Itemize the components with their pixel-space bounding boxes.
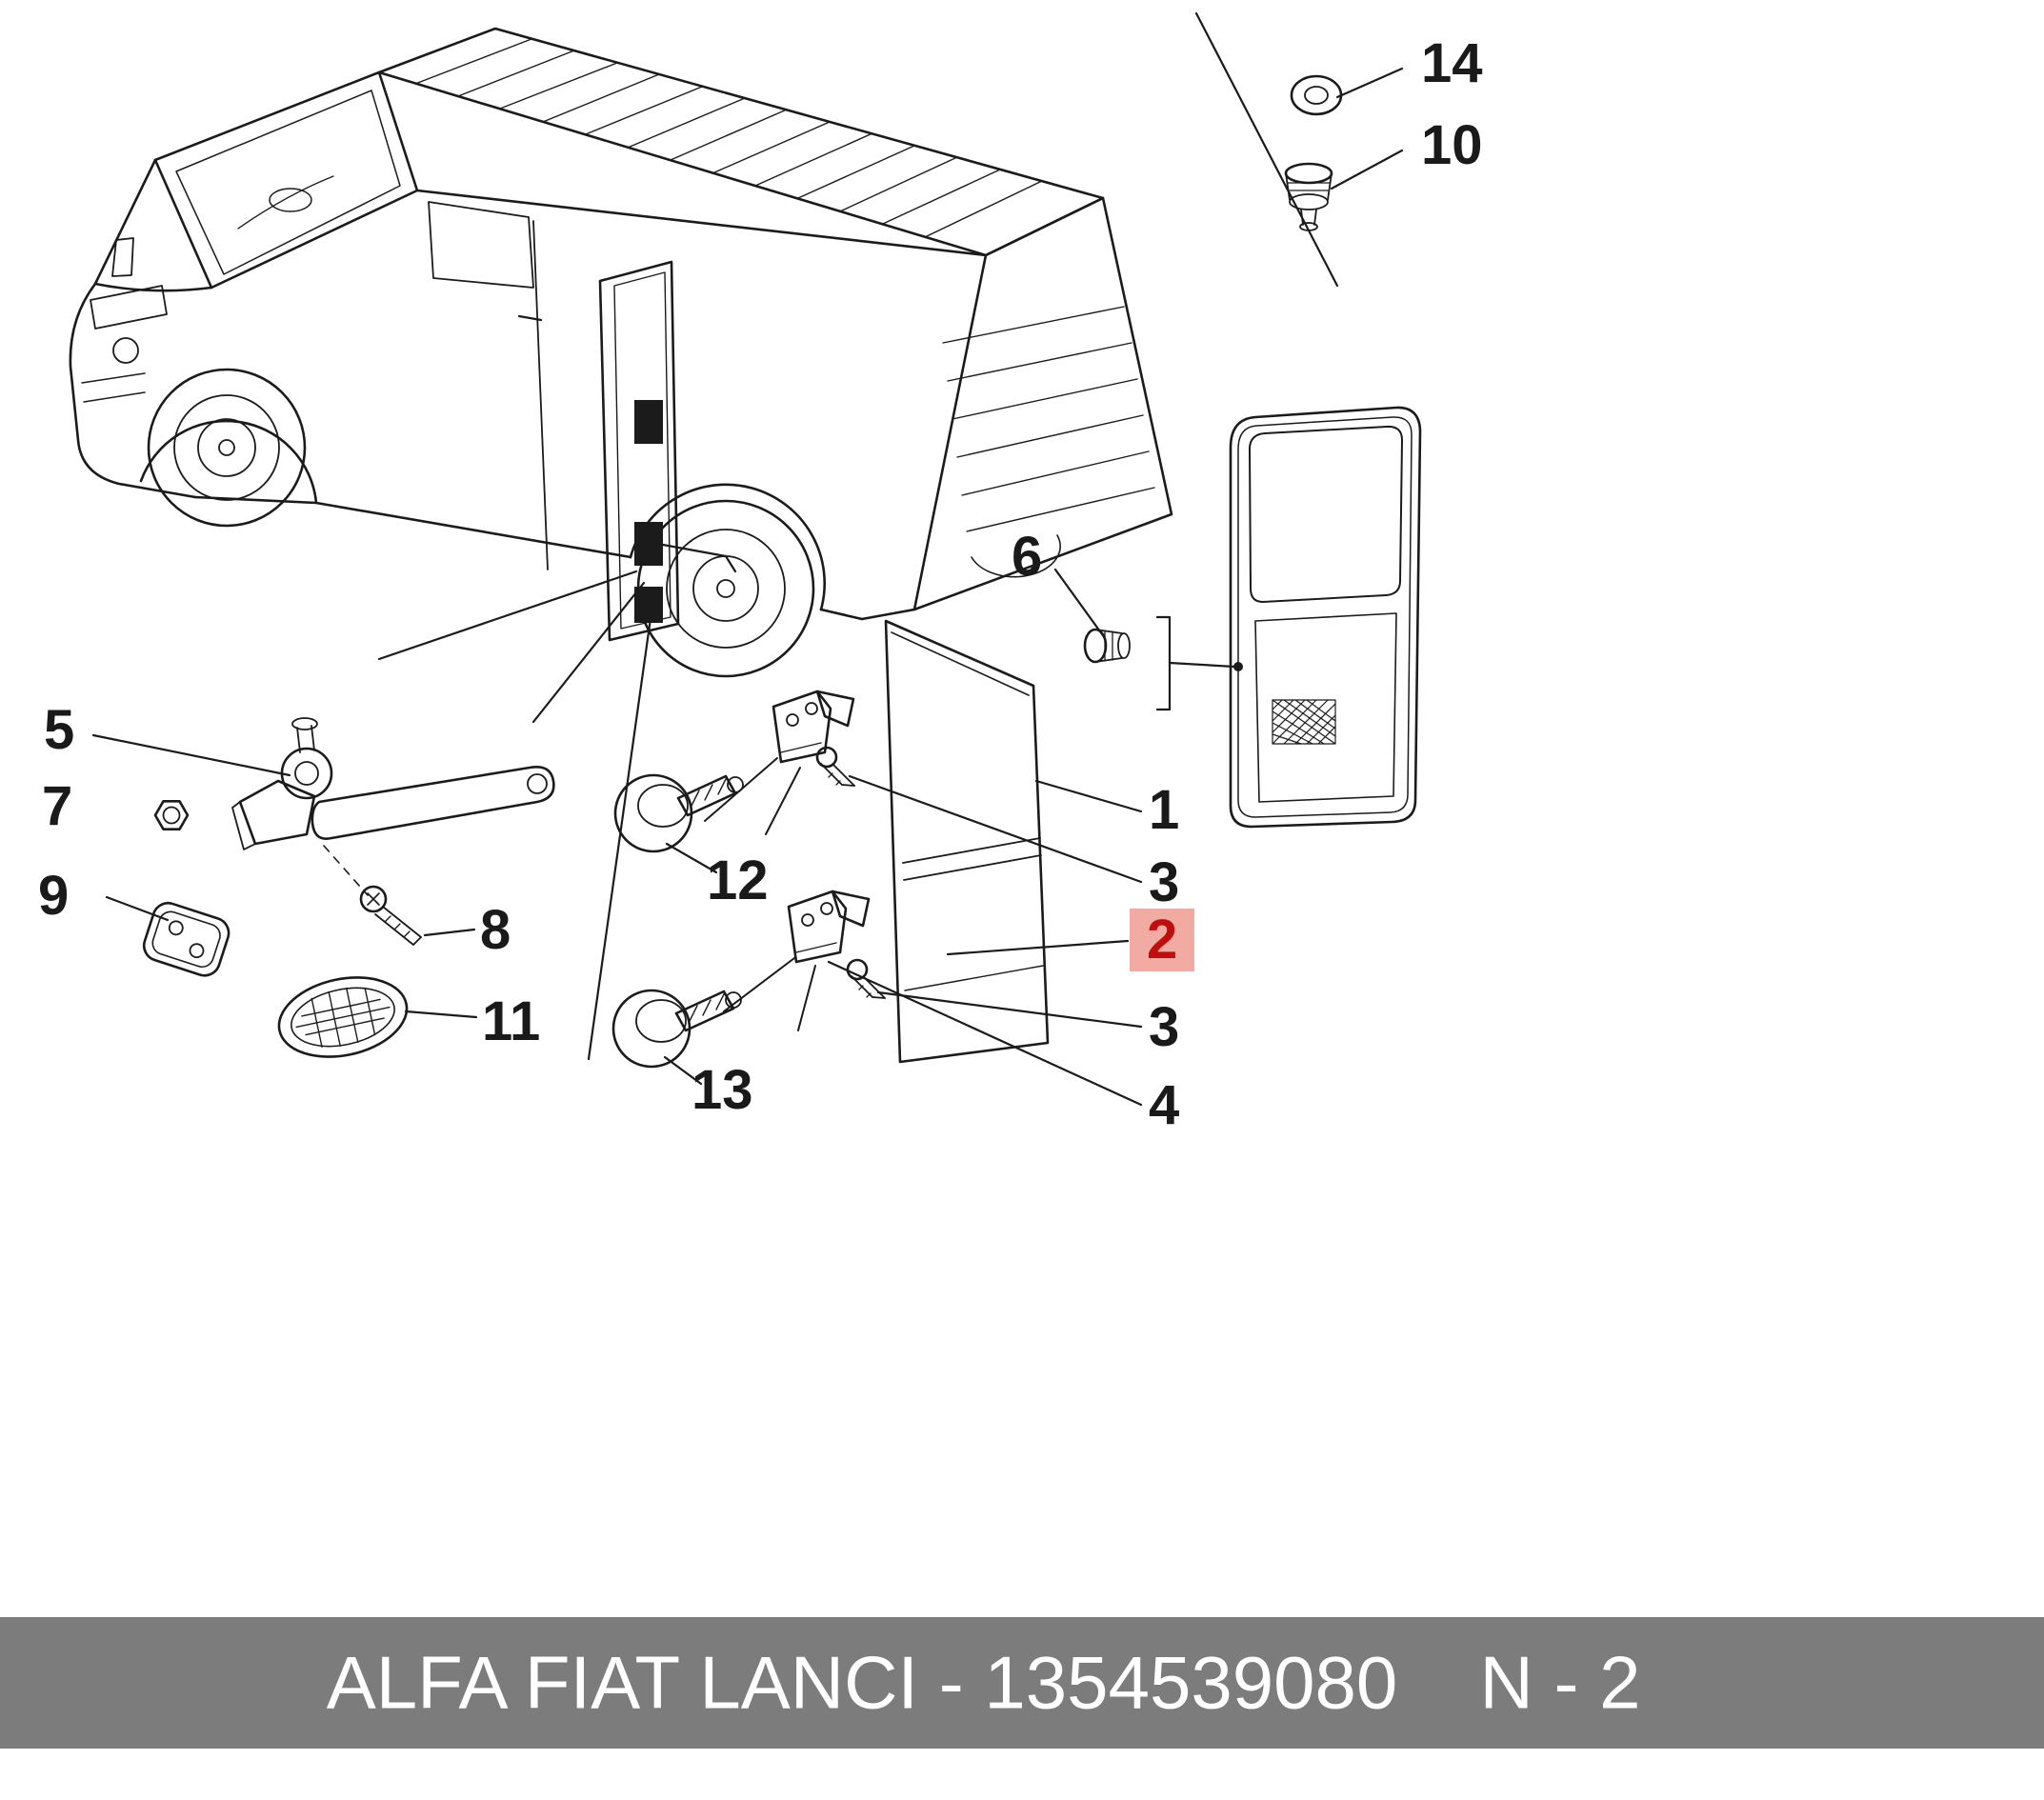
part-door-panel [884, 619, 1050, 1064]
part-screw [359, 885, 422, 946]
van-illustration [69, 27, 1173, 1061]
part-rear-door [1229, 406, 1422, 829]
part-plug-6 [1083, 628, 1131, 664]
callout-3-lower[interactable]: 3 [1149, 996, 1180, 1058]
van-roof [377, 27, 1105, 257]
van-front-wheel [147, 368, 307, 528]
door-vent-hatch [1272, 699, 1336, 745]
van-front [69, 158, 213, 499]
callout-6[interactable]: 6 [1012, 526, 1043, 588]
van-open-door [598, 260, 737, 642]
callout-12[interactable]: 12 [707, 850, 769, 911]
footer-page-reference: N - 2 [1479, 1640, 1641, 1725]
callout-3-upper[interactable]: 3 [1149, 851, 1180, 913]
callout-7[interactable]: 7 [42, 775, 73, 837]
van-rear-wheel [636, 499, 815, 678]
part-plug-10 [1284, 162, 1333, 231]
part-hinge-upper [704, 690, 855, 835]
callout-4[interactable]: 4 [1149, 1074, 1180, 1136]
callout-11[interactable]: 11 [482, 990, 541, 1052]
footer-brand-part-number: ALFA FIAT LANCI - 1354539080 [326, 1640, 1398, 1725]
van-side [139, 189, 988, 621]
callout-2-highlighted[interactable]: 2 [1130, 909, 1195, 971]
part-door-check-strap [231, 717, 555, 896]
van-cargo-opening [860, 196, 1173, 621]
part-hinge-pin-upper [613, 773, 744, 853]
part-gasket-plate [142, 901, 230, 977]
callout-8[interactable]: 8 [480, 899, 511, 961]
callout-14[interactable]: 14 [1421, 32, 1483, 94]
leader-lines [91, 11, 1404, 1107]
callout-5[interactable]: 5 [44, 699, 75, 761]
callout-10[interactable]: 10 [1421, 114, 1483, 176]
part-bolt-upper [815, 746, 855, 787]
callout-13[interactable]: 13 [691, 1059, 753, 1121]
van-pointer-lines [377, 570, 655, 1061]
callout-9[interactable]: 9 [38, 865, 70, 927]
van-windshield [153, 70, 419, 290]
part-nut [153, 800, 190, 830]
callout-1[interactable]: 1 [1149, 779, 1180, 841]
footer-bar: ALFA FIAT LANCI - 1354539080 N - 2 [0, 1617, 2044, 1749]
part-washer-14 [1290, 74, 1343, 116]
part-hinge-pin-lower [611, 989, 742, 1069]
part-vent-grille [277, 976, 409, 1058]
part-hinge-lower [723, 890, 871, 1031]
